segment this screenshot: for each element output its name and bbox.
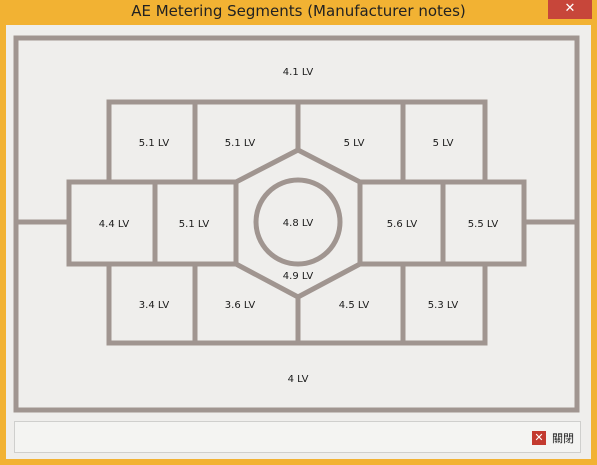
- segment-top-1-label: 5.1 LV: [139, 138, 170, 149]
- metering-diagram: 4.1 LV 4 LV 5.1 LV 5.1 LV 5 LV 5 LV 4.4 …: [13, 35, 580, 413]
- segment-top-4-label: 5 LV: [433, 138, 454, 149]
- segment-top-3-label: 5 LV: [344, 138, 365, 149]
- segment-bottom-3-label: 4.5 LV: [339, 300, 370, 311]
- title-bar[interactable]: AE Metering Segments (Manufacturer notes…: [0, 0, 597, 24]
- segment-mid-right-inner-label: 5.6 LV: [387, 219, 418, 230]
- segment-top-2-label: 5.1 LV: [225, 138, 256, 149]
- close-label[interactable]: 關閉: [552, 432, 574, 445]
- segment-mid-left-inner-label: 5.1 LV: [179, 219, 210, 230]
- segment-center-circle-label: 4.8 LV: [283, 218, 314, 229]
- close-icon[interactable]: ✕: [532, 431, 546, 445]
- segment-bottom-4-label: 5.3 LV: [428, 300, 459, 311]
- segment-mid-right-outer-label: 5.5 LV: [468, 219, 499, 230]
- segment-outer-top-label: 4.1 LV: [283, 67, 314, 78]
- segment-bottom-1-label: 3.4 LV: [139, 300, 170, 311]
- window-title: AE Metering Segments (Manufacturer notes…: [131, 2, 466, 20]
- segment-bottom-2-label: 3.6 LV: [225, 300, 256, 311]
- segment-center-hex-label: 4.9 LV: [283, 271, 314, 282]
- segment-outer-bottom-label: 4 LV: [288, 374, 309, 385]
- center-circle: [253, 177, 343, 267]
- status-bar: ✕ 關閉: [14, 421, 581, 453]
- client-area: 4.1 LV 4 LV 5.1 LV 5.1 LV 5 LV 5 LV 4.4 …: [6, 25, 591, 459]
- segment-mid-left-outer-label: 4.4 LV: [99, 219, 130, 230]
- window-close-button[interactable]: ✕: [548, 0, 592, 19]
